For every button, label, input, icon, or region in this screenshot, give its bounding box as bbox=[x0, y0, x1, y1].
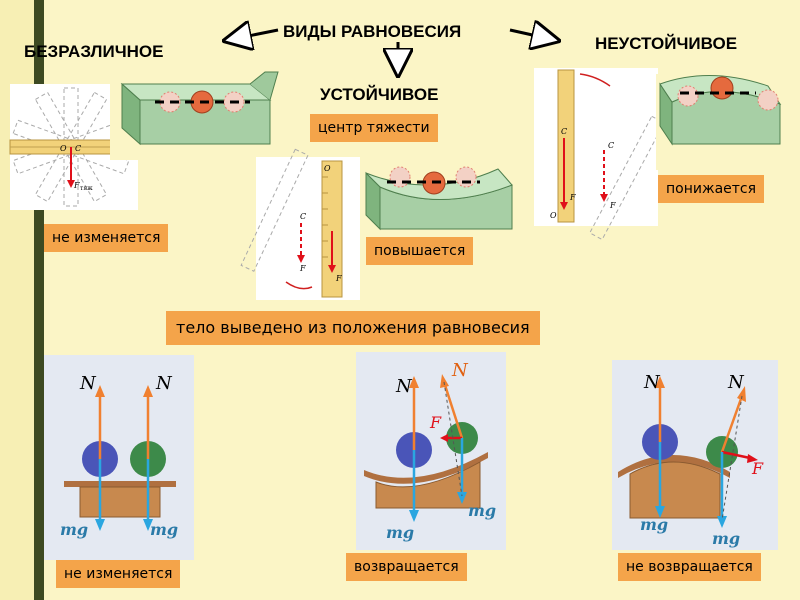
unstable-f-force-label: F bbox=[751, 459, 764, 478]
indifferent-change-label: не изменяется bbox=[44, 224, 169, 252]
bottom-indifferent-label: не изменяется bbox=[56, 560, 181, 588]
ruler-f-label: F bbox=[73, 181, 80, 190]
stable-f-force-label: F bbox=[429, 413, 442, 432]
indifferent-trough-panel bbox=[110, 64, 280, 160]
n-label-2: N bbox=[155, 373, 173, 394]
indifferent-forces-figure: N N mg mg bbox=[44, 355, 194, 560]
unstable-c-label: C bbox=[561, 127, 567, 136]
center-of-gravity-label: центр тяжести bbox=[310, 114, 438, 142]
displaced-label: тело выведено из положения равновесия bbox=[166, 311, 540, 345]
mg-label-1: mg bbox=[60, 520, 88, 539]
stable-f-label-2: F bbox=[299, 264, 306, 273]
stable-c-label: C bbox=[300, 212, 306, 221]
stable-change-label: повышается bbox=[366, 237, 474, 265]
concave-trough-figure bbox=[365, 166, 513, 231]
stable-n-label-1: N bbox=[395, 376, 413, 397]
stable-forces-drawing: N N F mg mg bbox=[364, 360, 496, 542]
left-dark-stripe bbox=[34, 0, 44, 600]
stable-forces-figure: N N F mg mg bbox=[356, 352, 506, 550]
bottom-unstable-label: не возвращается bbox=[618, 553, 761, 581]
convex-trough-figure bbox=[659, 74, 782, 146]
stable-ruler-panel: O C F F bbox=[240, 148, 360, 300]
heading-indifferent: БЕЗРАЗЛИЧНОЕ bbox=[24, 42, 164, 61]
unstable-forces-drawing: N N F mg mg bbox=[618, 372, 764, 548]
mg-label-2: mg bbox=[150, 520, 178, 539]
ruler-o-label: O bbox=[60, 144, 67, 153]
flat-trough-figure bbox=[120, 71, 279, 146]
bottom-stable-label: возвращается bbox=[346, 553, 467, 581]
unstable-c-label-2: C bbox=[608, 141, 614, 150]
stable-o-label: O bbox=[324, 164, 331, 173]
stable-mg-label-1: mg bbox=[386, 523, 414, 542]
unstable-change-label: понижается bbox=[658, 175, 765, 203]
unstable-o-label: O bbox=[550, 211, 557, 220]
stable-f-label: F bbox=[335, 274, 342, 283]
main-title: ВИДЫ РАВНОВЕСИЯ bbox=[283, 22, 462, 41]
n-label-1: N bbox=[79, 373, 97, 394]
unstable-forces-figure: N N F mg mg bbox=[612, 360, 778, 550]
title-arrows bbox=[0, 0, 800, 100]
unstable-ruler-figure: C C O F F bbox=[550, 69, 665, 241]
ruler-c-label: C bbox=[75, 144, 81, 153]
unstable-mg-label-1: mg bbox=[640, 515, 668, 534]
stable-trough-panel bbox=[362, 155, 522, 233]
unstable-f-label-2: F bbox=[609, 201, 616, 210]
unstable-mg-label-2: mg bbox=[712, 529, 740, 548]
stable-mg-label-2: mg bbox=[468, 501, 496, 520]
unstable-f-label: F bbox=[569, 193, 576, 202]
stable-ruler-figure: O C F F bbox=[240, 148, 343, 298]
indifferent-forces-drawing: N N mg mg bbox=[60, 373, 178, 539]
ruler-f-sub: тяж bbox=[80, 185, 93, 192]
unstable-ruler-panel: C C O F F bbox=[534, 68, 665, 241]
unstable-n-label-1: N bbox=[643, 372, 661, 393]
unstable-trough-panel bbox=[656, 74, 788, 170]
heading-unstable: НЕУСТОЙЧИВОЕ bbox=[595, 34, 738, 53]
unstable-n-label-2: N bbox=[727, 372, 745, 393]
heading-stable: УСТОЙЧИВОЕ bbox=[320, 85, 439, 104]
stable-n-label-2: N bbox=[451, 360, 469, 381]
